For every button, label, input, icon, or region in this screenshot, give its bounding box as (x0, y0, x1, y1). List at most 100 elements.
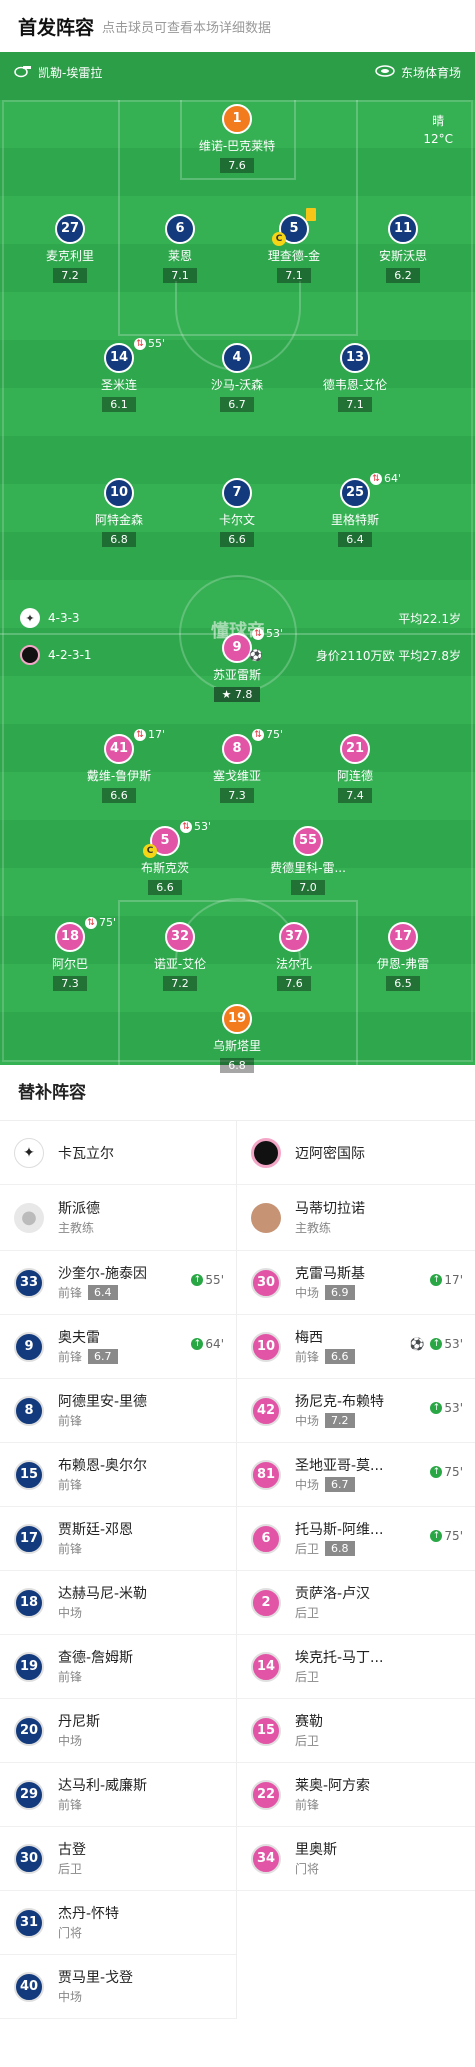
player-marker[interactable]: 9⇅53'⚽苏亚雷斯★ 7.8 (177, 627, 297, 702)
substitute-name: 杰丹-怀特 (58, 1905, 120, 1922)
match-info-bar: 凯勒-埃雷拉 东场体育场 (0, 52, 475, 100)
captain-badge: C (143, 844, 157, 858)
substitution-event: ⇅75' (85, 916, 116, 929)
substitute-position: 前锋 (58, 1540, 133, 1558)
substitution-icon: ⇅ (180, 820, 192, 833)
substitute-name: 达马利-威廉斯 (58, 1777, 148, 1794)
away-coach-row[interactable]: 马蒂切拉诺 主教练 (237, 1185, 475, 1251)
substitute-name: 克雷马斯基 (295, 1265, 365, 1282)
position-label: 前锋 (58, 1541, 83, 1556)
substitute-row[interactable]: 8 阿德里安-里德前锋 (0, 1379, 236, 1443)
substitute-info: 古登后卫 (58, 1840, 86, 1878)
substitution-event: ⇅64' (370, 472, 401, 485)
player-number: 9 (14, 1331, 44, 1362)
player-rating: 7.1 (277, 268, 311, 283)
home-team-row[interactable]: ✦ 卡瓦立尔 (0, 1121, 236, 1185)
substitute-info: 埃克托-马丁...后卫 (295, 1648, 383, 1686)
position-label: 后卫 (295, 1541, 320, 1556)
substitution-icon: ⇅ (370, 472, 382, 485)
captain-badge: C (272, 232, 286, 246)
player-rating: 6.1 (102, 397, 136, 412)
substitution-minute: 64' (384, 472, 402, 485)
home-team-name: 卡瓦立尔 (58, 1145, 114, 1162)
sub-on-arrow-icon: ↑ (191, 1338, 204, 1350)
substitute-info: 莱奥-阿方索前锋 (295, 1776, 370, 1814)
substitute-info: 布赖恩-奥尔尔前锋 (58, 1456, 147, 1494)
position-label: 中场 (295, 1477, 320, 1492)
player-number: 31 (14, 1907, 44, 1938)
position-label: 中场 (295, 1413, 320, 1428)
sub-on-minute: ⚽↑53' (409, 1337, 463, 1351)
position-label: 前锋 (58, 1285, 83, 1300)
away-team-row[interactable]: 迈阿密国际 (237, 1121, 475, 1185)
home-coach-row[interactable]: ● 斯派德 主教练 (0, 1185, 236, 1251)
away-team-name: 迈阿密国际 (295, 1145, 365, 1162)
substitute-name: 达赫马尼-米勒 (58, 1585, 148, 1602)
player-number: 29 (14, 1779, 44, 1810)
player-number: 1 (222, 104, 252, 134)
substitute-position: 后卫 (295, 1604, 370, 1622)
position-label: 后卫 (295, 1605, 320, 1620)
substitution-icon: ⇅ (85, 916, 97, 929)
substitute-position: 前锋 (58, 1668, 133, 1686)
player-name: 麦克利里 (45, 249, 94, 263)
player-name: 布斯克茨 (140, 861, 189, 875)
home-coach-name: 斯派德 (58, 1200, 100, 1217)
player-number: 8 (14, 1395, 44, 1426)
position-label: 前锋 (58, 1477, 83, 1492)
subs-title: 替补阵容 (0, 1065, 475, 1121)
substitution-minute: 75' (266, 728, 284, 741)
substitute-info: 贡萨洛-卢汉后卫 (295, 1584, 370, 1622)
player-rating: 7.3 (220, 788, 254, 803)
player-rating: 6.8 (220, 1058, 254, 1073)
player-number: 10 (104, 478, 134, 508)
player-name: 法尔孔 (275, 957, 312, 971)
substitute-info: 阿德里安-里德前锋 (58, 1392, 147, 1430)
minute-text: 53' (444, 1337, 463, 1351)
substitute-name: 贾斯廷-邓恩 (58, 1521, 134, 1538)
